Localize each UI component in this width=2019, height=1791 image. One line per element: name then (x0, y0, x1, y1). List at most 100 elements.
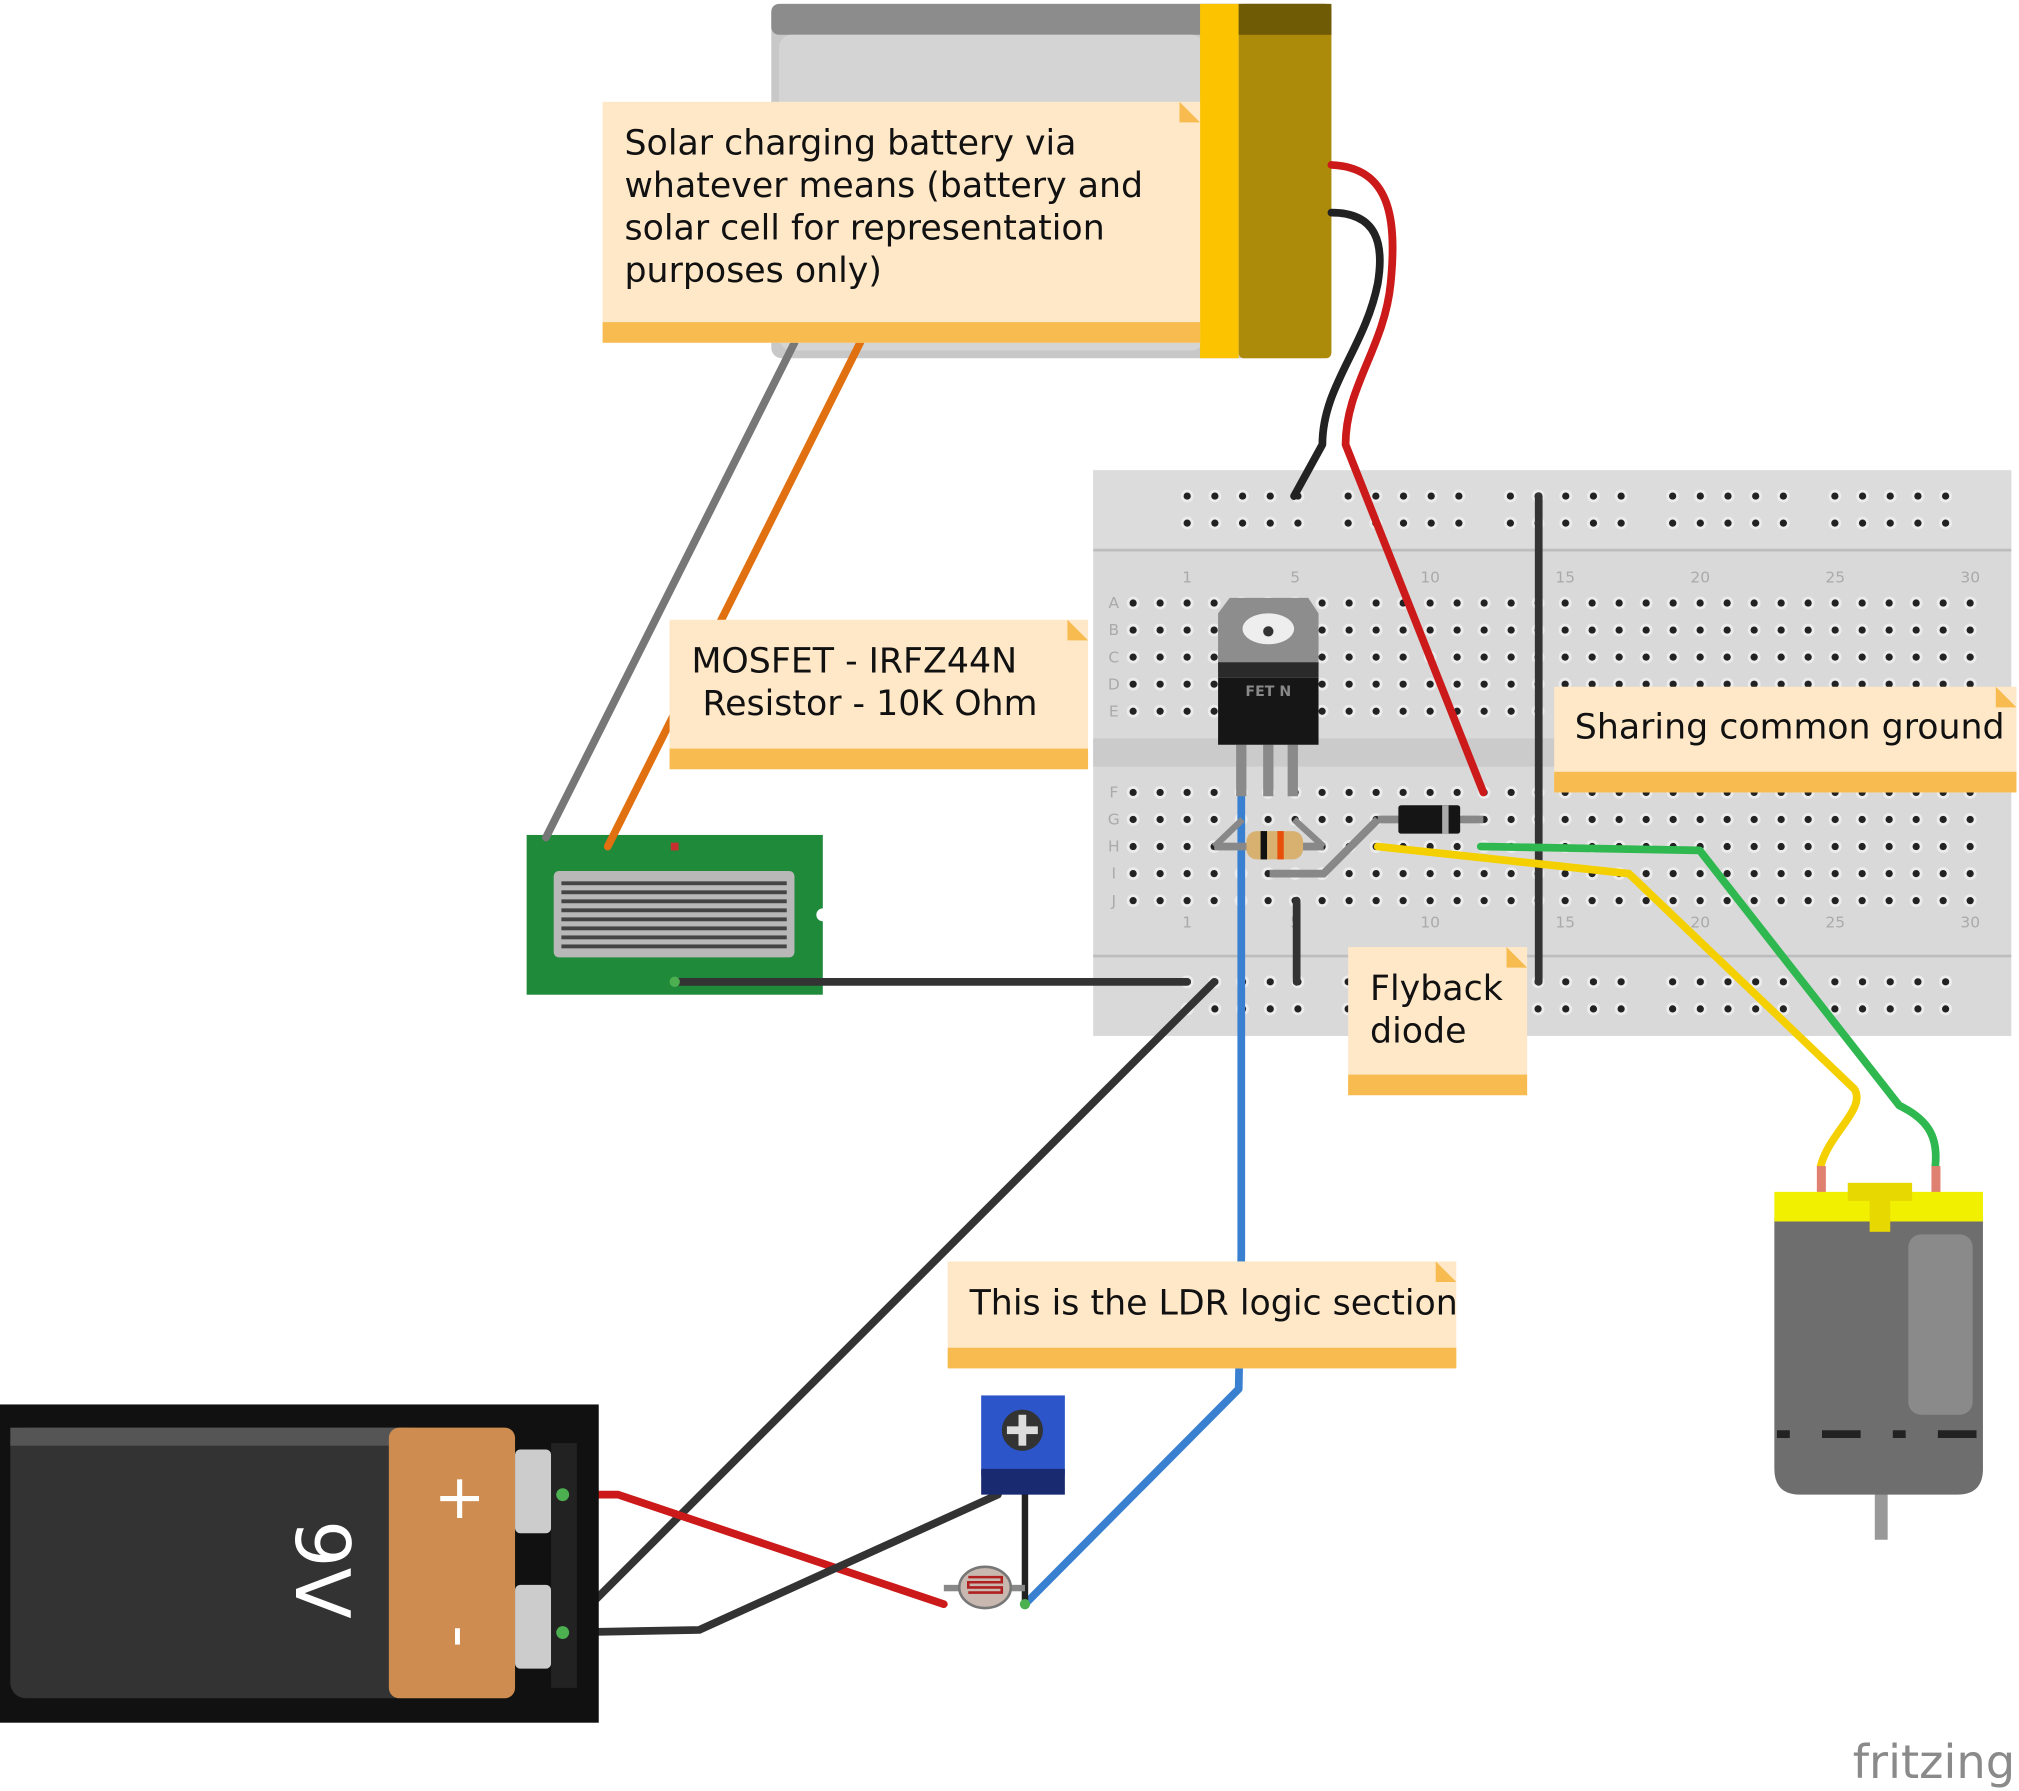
breadboard-hole[interactable] (1669, 815, 1677, 824)
breadboard-hole[interactable] (1399, 653, 1407, 661)
breadboard-hole[interactable] (1642, 897, 1650, 905)
breadboard-hole[interactable] (1642, 653, 1650, 661)
breadboard-hole[interactable] (1750, 626, 1758, 634)
breadboard-hole[interactable] (1912, 599, 1920, 607)
breadboard-hole[interactable] (1210, 788, 1218, 797)
breadboard-hole[interactable] (1885, 869, 1893, 878)
breadboard-hole[interactable] (1183, 653, 1191, 661)
breadboard-hole[interactable] (1723, 869, 1731, 878)
breadboard-hole[interactable] (1723, 599, 1731, 607)
breadboard-hole[interactable] (1506, 519, 1514, 527)
breadboard-hole[interactable] (1480, 897, 1488, 905)
breadboard-hole[interactable] (1966, 869, 1974, 878)
breadboard-hole[interactable] (1588, 680, 1596, 688)
breadboard-hole[interactable] (1939, 842, 1947, 851)
breadboard-hole[interactable] (1507, 680, 1515, 688)
breadboard-hole[interactable] (1831, 815, 1839, 824)
breadboard-hole[interactable] (1129, 599, 1137, 607)
breadboard-hole[interactable] (1642, 680, 1650, 688)
breadboard-hole[interactable] (1211, 519, 1219, 527)
note-flyback[interactable]: Flyback diode (1348, 947, 1528, 1096)
breadboard-hole[interactable] (1724, 1005, 1732, 1013)
breadboard-hole[interactable] (1941, 492, 1950, 500)
breadboard-hole[interactable] (1183, 680, 1191, 688)
breadboard-hole[interactable] (1777, 897, 1785, 905)
breadboard-hole[interactable] (1912, 869, 1920, 878)
breadboard-hole[interactable] (1534, 1005, 1542, 1013)
breadboard-hole[interactable] (1804, 599, 1812, 607)
breadboard-hole[interactable] (1372, 869, 1380, 878)
breadboard-hole[interactable] (1939, 815, 1947, 824)
breadboard-hole[interactable] (1183, 599, 1191, 607)
breadboard-hole[interactable] (1723, 626, 1731, 634)
breadboard-hole[interactable] (1831, 680, 1839, 688)
breadboard-hole[interactable] (1831, 897, 1839, 905)
breadboard-hole[interactable] (1939, 626, 1947, 634)
breadboard-hole[interactable] (1426, 707, 1434, 715)
breadboard-hole[interactable] (1372, 599, 1380, 607)
wire-gray-solar[interactable] (542, 338, 799, 842)
breadboard-hole[interactable] (1912, 653, 1920, 661)
breadboard-hole[interactable] (1426, 897, 1434, 905)
breadboard-hole[interactable] (1750, 599, 1758, 607)
breadboard-hole[interactable] (1777, 680, 1785, 688)
breadboard-hole[interactable] (1589, 978, 1598, 986)
breadboard-hole[interactable] (1696, 626, 1704, 634)
breadboard-hole[interactable] (1345, 815, 1353, 824)
breadboard-hole[interactable] (1129, 653, 1137, 661)
breadboard-hole[interactable] (1615, 626, 1623, 634)
breadboard-hole[interactable] (1562, 519, 1570, 527)
breadboard-hole[interactable] (1507, 653, 1515, 661)
breadboard-hole[interactable] (1453, 869, 1461, 878)
breadboard-hole[interactable] (1752, 492, 1760, 500)
breadboard-hole[interactable] (1561, 653, 1569, 661)
breadboard-hole[interactable] (1777, 626, 1785, 634)
breadboard-hole[interactable] (1885, 680, 1893, 688)
breadboard-hole[interactable] (1318, 707, 1326, 715)
breadboard-hole[interactable] (1427, 492, 1435, 500)
breadboard-hole[interactable] (1858, 519, 1867, 527)
breadboard-hole[interactable] (1480, 680, 1488, 688)
breadboard-hole[interactable] (1210, 653, 1218, 661)
breadboard-hole[interactable] (1885, 653, 1893, 661)
breadboard-hole[interactable] (1669, 869, 1677, 878)
breadboard-hole[interactable] (1183, 842, 1191, 851)
breadboard-hole[interactable] (1939, 869, 1947, 878)
breadboard-hole[interactable] (1453, 842, 1461, 851)
breadboard-hole[interactable] (1210, 815, 1218, 824)
breadboard-hole[interactable] (1723, 680, 1731, 688)
breadboard-hole[interactable] (1669, 1005, 1677, 1013)
breadboard-hole[interactable] (1507, 897, 1515, 905)
breadboard-hole[interactable] (1266, 1005, 1274, 1013)
breadboard-hole[interactable] (1507, 599, 1515, 607)
breadboard-hole[interactable] (1211, 1005, 1219, 1013)
breadboard-hole[interactable] (1318, 815, 1326, 824)
wire-red-battery[interactable] (1327, 161, 1488, 797)
breadboard-hole[interactable] (1912, 842, 1920, 851)
breadboard-hole[interactable] (1399, 626, 1407, 634)
breadboard-hole[interactable] (1238, 519, 1247, 527)
breadboard-hole[interactable] (1804, 869, 1812, 878)
breadboard-hole[interactable] (1480, 707, 1488, 715)
breadboard-hole[interactable] (1507, 788, 1515, 797)
breadboard-hole[interactable] (1589, 492, 1598, 500)
breadboard-hole[interactable] (1183, 815, 1191, 824)
breadboard-hole[interactable] (1696, 815, 1704, 824)
breadboard-hole[interactable] (1858, 653, 1866, 661)
breadboard-hole[interactable] (1453, 626, 1461, 634)
breadboard-hole[interactable] (1804, 653, 1812, 661)
breadboard-hole[interactable] (1156, 842, 1164, 851)
breadboard-hole[interactable] (1264, 897, 1272, 905)
breadboard-hole[interactable] (1912, 815, 1920, 824)
breadboard-hole[interactable] (1966, 599, 1974, 607)
wire-orange-solar[interactable] (603, 338, 864, 851)
breadboard-hole[interactable] (1831, 869, 1839, 878)
breadboard-hole[interactable] (1831, 626, 1839, 634)
breadboard-hole[interactable] (1724, 492, 1732, 500)
breadboard-hole[interactable] (1372, 788, 1380, 797)
breadboard-hole[interactable] (1914, 978, 1922, 986)
breadboard-hole[interactable] (1345, 869, 1353, 878)
jumper-gray[interactable] (1269, 816, 1381, 878)
breadboard-hole[interactable] (1266, 492, 1274, 500)
dc-motor[interactable] (1774, 1166, 1983, 1540)
